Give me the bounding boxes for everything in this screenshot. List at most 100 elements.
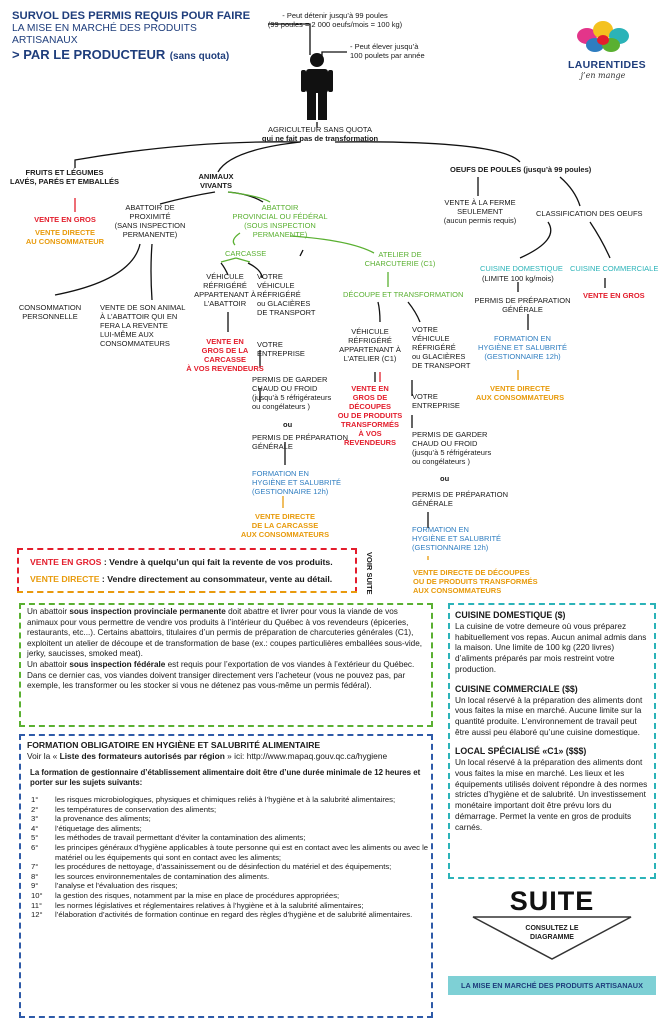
c-e1: VOTRE — [257, 340, 283, 349]
fo-voir-c[interactable]: » ici: http://www.mapaq.gouv.qc.ca/hygie… — [224, 751, 388, 761]
ch-v3: APPARTENANT À — [339, 345, 401, 354]
root-line1: AGRICULTEUR SANS QUOTA — [268, 125, 372, 134]
formation-item: 4°l’étiquetage des aliments; — [31, 824, 429, 834]
c-e2: ENTREPRISE — [257, 349, 305, 358]
flower-icon — [577, 21, 629, 52]
header-line3-sub: (sans quota) — [169, 51, 230, 62]
cuisine-com-title: CUISINE COMMERCIALE ($$) — [455, 683, 578, 694]
poulets-note-l1: - Peut élever jusqu’à — [350, 42, 419, 51]
formation-title: FORMATION OBLIGATOIRE EN HYGIÈNE ET SALU… — [27, 740, 321, 750]
poules-note-l2: (99 poules = 2 000 oeufs/mois = 100 kg) — [267, 20, 403, 29]
c-vg1: VENTE EN — [206, 337, 244, 346]
ch-vg3: DÉCOUPES — [348, 402, 392, 411]
suite-arrow-icon[interactable] — [472, 916, 632, 960]
formation-item-text: les sources environnementales de contami… — [55, 871, 270, 881]
logo-tagline: j’en mange — [580, 71, 626, 80]
abattoir-prox-l4: PERMANENTE) — [122, 230, 178, 239]
o-pp2: GÉNÉRALE — [502, 305, 543, 314]
formation-item: 8°les sources environnementales de conta… — [31, 872, 429, 882]
conso-l1: CONSOMMATION — [18, 303, 82, 312]
c-pp2: GÉNÉRALE — [252, 442, 293, 451]
c-o2: VÉHICULE — [257, 281, 295, 290]
o-pp1: PERMIS DE PRÉPARATION — [474, 296, 571, 305]
formation-item-number: 12° — [31, 910, 43, 920]
ch-e1: VOTRE — [412, 392, 438, 401]
c-v3: APPARTENANT À — [194, 290, 256, 299]
c-o5: DE TRANSPORT — [257, 308, 316, 317]
oeufs-cuisine-commerciale: CUISINE COMMERCIALE — [570, 264, 659, 273]
abattoir-prov-l1: ABATTOIR — [261, 203, 299, 212]
ch-o1: VOTRE — [412, 325, 438, 334]
ch-o3: RÉFRIGÉRÉ — [412, 343, 456, 352]
formation-item-number: 4° — [31, 823, 39, 833]
ch-vg2: GROS DE — [352, 393, 388, 402]
laurentides-logo: LAURENTIDES j’en mange — [568, 20, 646, 80]
formation-item: 12° l’élaboration d’activités de formatio… — [31, 910, 429, 920]
oeufs-node: OEUFS DE POULES (jusqu’à 99 poules) — [450, 165, 592, 174]
ch-t1: ATELIER DE — [378, 250, 422, 259]
legend-gros: VENTE EN GROS : Vendre à quelqu’un qui f… — [30, 557, 333, 567]
footer-banner-text: LA MISE EN MARCHÉ DES PRODUITS ARTISANAU… — [461, 981, 643, 990]
c-vd1: VENTE DIRECTE — [254, 512, 315, 521]
cuisine-dom-text: La cuisine de votre demeure où vous prép… — [455, 621, 647, 674]
animaux-l1: ANIMAUX — [198, 172, 234, 181]
ch-v1: VÉHICULE — [351, 327, 389, 336]
fo-voir-a: Voir la « — [27, 751, 60, 761]
c-vg3: CARCASSE — [203, 355, 247, 364]
ab-p2c: est requis pour l’exportation de vos via… — [27, 659, 415, 691]
oeufs-classification: CLASSIFICATION DES OEUFS — [536, 209, 643, 218]
c-pg2: CHAUD OU FROID — [252, 384, 318, 393]
fo-voir-b[interactable]: Liste des formateurs autorisés par régio… — [59, 751, 225, 761]
c-f3: (GESTIONNAIRE 12h) — [252, 487, 329, 496]
ab-p2b: sous inspection fédérale — [69, 659, 166, 669]
formation-item: 1°les risques microbiologiques, physique… — [31, 795, 429, 805]
local-c1-text: Un local réservé à la préparation des al… — [455, 757, 648, 832]
c-pp1: PERMIS DE PRÉPARATION — [252, 433, 348, 442]
legend-directe-label: VENTE DIRECTE — [30, 574, 100, 584]
ch-vg4: OU DE PRODUITS — [337, 411, 403, 420]
fruits-l1: FRUITS ET LÉGUMES — [25, 168, 104, 177]
formation-item-number: 3° — [31, 814, 39, 824]
legend-box-inner — [17, 548, 357, 593]
voir-label: VOIR — [365, 552, 374, 571]
ch-vg7: REVENDEURS — [343, 438, 397, 447]
formation-item-text: l’élaboration d’activités de formation c… — [55, 910, 413, 920]
formation-item-text: les risques microbiologiques, physiques … — [55, 795, 396, 804]
local-c1-title: LOCAL SPÉCIALISÉ «C1» ($$$) — [455, 746, 587, 757]
charcuterie-ou: ou — [440, 474, 450, 483]
poules-note-l1: - Peut détenir jusqu’à 99 poules — [282, 11, 388, 20]
formation-item: 2°les températures de conservation des a… — [31, 805, 429, 815]
formation-item-text: la provenance des aliments; — [55, 814, 151, 824]
formation-box — [19, 734, 433, 1018]
abattoir-prov-l2: PROVINCIAL OU FÉDÉRAL — [232, 212, 328, 221]
formation-item-text: les principes généraux d’hygiène applica… — [55, 842, 429, 862]
ch-pp1: PERMIS DE PRÉPARATION — [412, 490, 508, 499]
cuisine-com-text: Un local réservé à la préparation des al… — [455, 694, 643, 737]
formation-item: 11°les normes législatives et réglementa… — [31, 901, 429, 911]
abattoir-info-box — [19, 603, 433, 727]
suite-c1: CONSULTEZ LE — [525, 925, 579, 932]
formation-item-text: les méthodes de travail permettant d’évi… — [55, 833, 306, 843]
fruits-l2: LAVÉS, PARÉS ET EMBALLÉS — [10, 177, 119, 186]
formation-item-number: 11° — [31, 900, 43, 910]
legend-gros-label: VENTE EN GROS — [30, 557, 102, 567]
formation-list: 1°les risques microbiologiques, physique… — [27, 795, 429, 920]
abattoir-prox-l3: (SANS INSPECTION — [114, 221, 186, 230]
formation-item-number: 5° — [31, 833, 39, 843]
header-line3-main: > PAR LE PRODUCTEUR — [12, 47, 166, 62]
ch-pg1: PERMIS DE GARDER — [412, 430, 488, 439]
o-f2: HYGIÈNE ET SALUBRITÉ — [477, 343, 568, 352]
